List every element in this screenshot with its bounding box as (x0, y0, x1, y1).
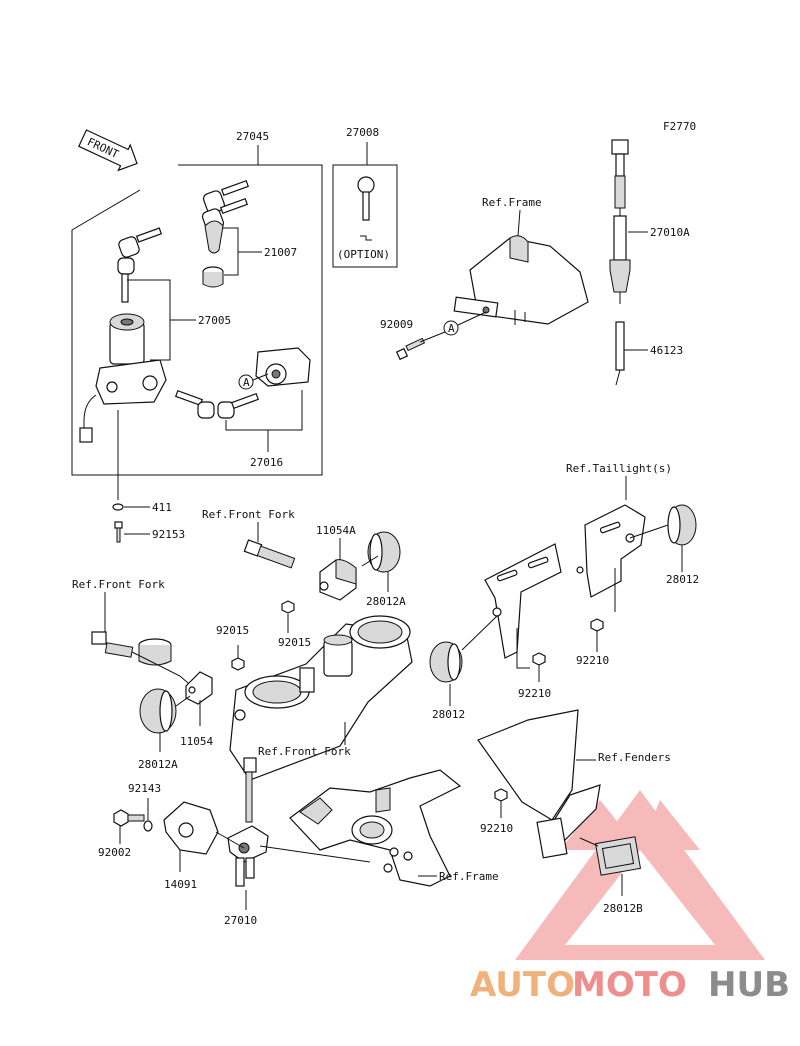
callout-27045: 27045 (236, 130, 269, 143)
callout-411: 411 (152, 501, 172, 514)
callout-27005: 27005 (198, 314, 231, 327)
callout-92009: 92009 (380, 318, 413, 331)
ref-frame-bottom: Ref.Frame (439, 870, 499, 883)
watermark-part3: HUB (708, 965, 790, 1005)
key-27016-icon (174, 389, 260, 419)
front-arrow-icon: FRONT (78, 129, 138, 172)
callout-11054a: 11054A (316, 524, 356, 537)
callout-27016: 27016 (250, 456, 283, 469)
reflector-28012-mid-icon (429, 641, 463, 683)
switch-27010-icon (227, 757, 269, 887)
watermark: AUTO MOTO HUB (470, 965, 790, 1005)
callout-14091: 14091 (164, 878, 197, 891)
seat-lock-icon (255, 347, 311, 387)
callout-28012a-bottom: 28012A (138, 758, 178, 771)
rod-46123-icon (615, 321, 625, 386)
callout-21007: 21007 (264, 246, 297, 259)
ref-front-fork-1: Ref.Front Fork (202, 508, 295, 521)
nut-92015-b-icon (281, 600, 295, 614)
option-label: (OPTION) (337, 248, 390, 261)
callout-28012-right: 28012 (666, 573, 699, 586)
reflector-28012b-icon (594, 836, 642, 876)
figure-code: F2770 (663, 120, 696, 133)
nut-92210-b-icon (532, 652, 546, 666)
blank-key-icon (357, 176, 375, 241)
callout-28012b: 28012B (603, 902, 643, 915)
ref-frame-top: Ref.Frame (482, 196, 542, 209)
bolt-fork-upper-icon (243, 539, 296, 569)
callout-27008: 27008 (346, 126, 379, 139)
cover-14091-icon (163, 801, 219, 855)
triple-clamp-icon (229, 615, 413, 781)
callout-92002: 92002 (98, 846, 131, 859)
ref-fenders: Ref.Fenders (598, 751, 671, 764)
reflector-28012a-top-icon (367, 531, 401, 573)
switch-27010a-icon (609, 139, 631, 304)
washer-92143-icon (143, 820, 153, 832)
taillight-bracket-icon (484, 504, 646, 659)
bolt-fork-lower-icon (91, 631, 134, 658)
callout-92015-a: 92015 (216, 624, 249, 637)
nut-92015-a-icon (231, 657, 245, 671)
watermark-part1: AUTO (470, 965, 575, 1005)
callout-27010: 27010 (224, 914, 257, 927)
nut-92210-c-icon (494, 788, 508, 802)
ref-front-fork-3: Ref.Front Fork (258, 745, 351, 758)
rear-fender-icon (477, 709, 601, 859)
bolt-92002-icon (113, 809, 145, 827)
ref-taillights: Ref.Taillight(s) (566, 462, 672, 475)
callout-28012-mid: 28012 (432, 708, 465, 721)
key-pair-21007-icon (201, 179, 250, 288)
frame-bracket-top-icon (453, 235, 589, 325)
key-27005-icon (117, 227, 163, 303)
kit-27045-box (71, 145, 323, 476)
callout-92015-b: 92015 (278, 636, 311, 649)
ref-front-fork-2: Ref.Front Fork (72, 578, 165, 591)
callout-28012a-top: 28012A (366, 595, 406, 608)
washer-411-icon (112, 503, 124, 511)
watermark-logo-icon (515, 790, 765, 960)
frame-bottom-icon (289, 769, 462, 887)
callout-92210-b: 92210 (518, 687, 551, 700)
nut-92210-a-icon (590, 618, 604, 632)
callout-92153: 92153 (152, 528, 185, 541)
watermark-part2: MOTO (572, 965, 687, 1005)
circle-ref-a-2: A (448, 322, 455, 335)
clamp-11054-icon (185, 671, 213, 705)
reflector-28012a-bottom-icon (139, 688, 177, 734)
bolt-92153-icon (114, 521, 123, 543)
collar-icon (138, 638, 172, 666)
reflector-28012-right-icon (667, 504, 697, 546)
option-key-box (332, 142, 398, 268)
callout-92143: 92143 (128, 782, 161, 795)
callout-46123: 46123 (650, 344, 683, 357)
clamp-11054a-icon (319, 559, 357, 601)
callout-11054: 11054 (180, 735, 213, 748)
callout-92210-c: 92210 (480, 822, 513, 835)
circle-ref-a-1: A (243, 376, 250, 389)
ignition-switch-icon (79, 313, 167, 443)
callout-27010a: 27010A (650, 226, 690, 239)
callout-92210-a: 92210 (576, 654, 609, 667)
